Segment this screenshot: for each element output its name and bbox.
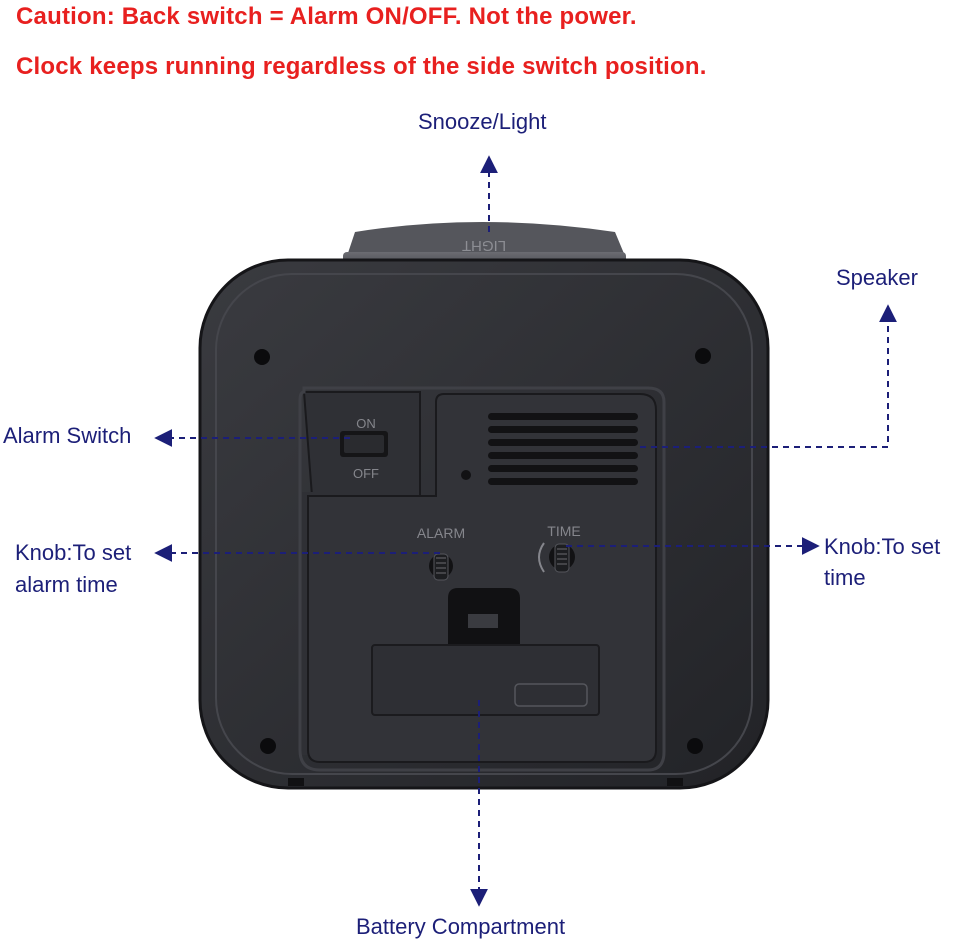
time-knob-label-line-2: time [824, 565, 866, 590]
alarm-switch-slider[interactable]: ON OFF [340, 416, 388, 481]
caution-line-1: Caution: Back switch = Alarm ON/OFF. Not… [16, 3, 637, 30]
battery-compartment-label: Battery Compartment [356, 914, 566, 939]
hanging-hole-icon [448, 588, 520, 655]
time-knob-label-line-1: Knob:To set [824, 534, 941, 559]
screw-hole-icon [260, 738, 276, 754]
caution-line-2: Clock keeps running regardless of the si… [16, 53, 707, 80]
switch-off-text: OFF [353, 466, 379, 481]
speaker-pointer-line [640, 304, 897, 448]
snooze-light-label: Snooze/Light [418, 109, 547, 134]
alarm-switch-label: Alarm Switch [3, 423, 132, 448]
screw-hole-icon [695, 348, 711, 364]
screw-hole-icon [687, 738, 703, 754]
knob-time-text: TIME [547, 523, 580, 539]
alarm-knob-label-line-1: Knob:To set [15, 540, 132, 565]
snooze-button-text: LIGHT [462, 237, 506, 254]
time-knob[interactable]: TIME [538, 523, 581, 573]
screw-hole-icon [254, 349, 270, 365]
speaker-grille-icon [461, 413, 638, 485]
battery-compartment-cover[interactable] [371, 644, 600, 716]
speaker-label: Speaker [836, 265, 918, 290]
switch-on-text: ON [356, 416, 376, 431]
alarm-knob-label-line-2: alarm time [15, 572, 118, 597]
knob-alarm-text: ALARM [417, 525, 465, 541]
alarm-knob[interactable]: ALARM [417, 525, 465, 581]
